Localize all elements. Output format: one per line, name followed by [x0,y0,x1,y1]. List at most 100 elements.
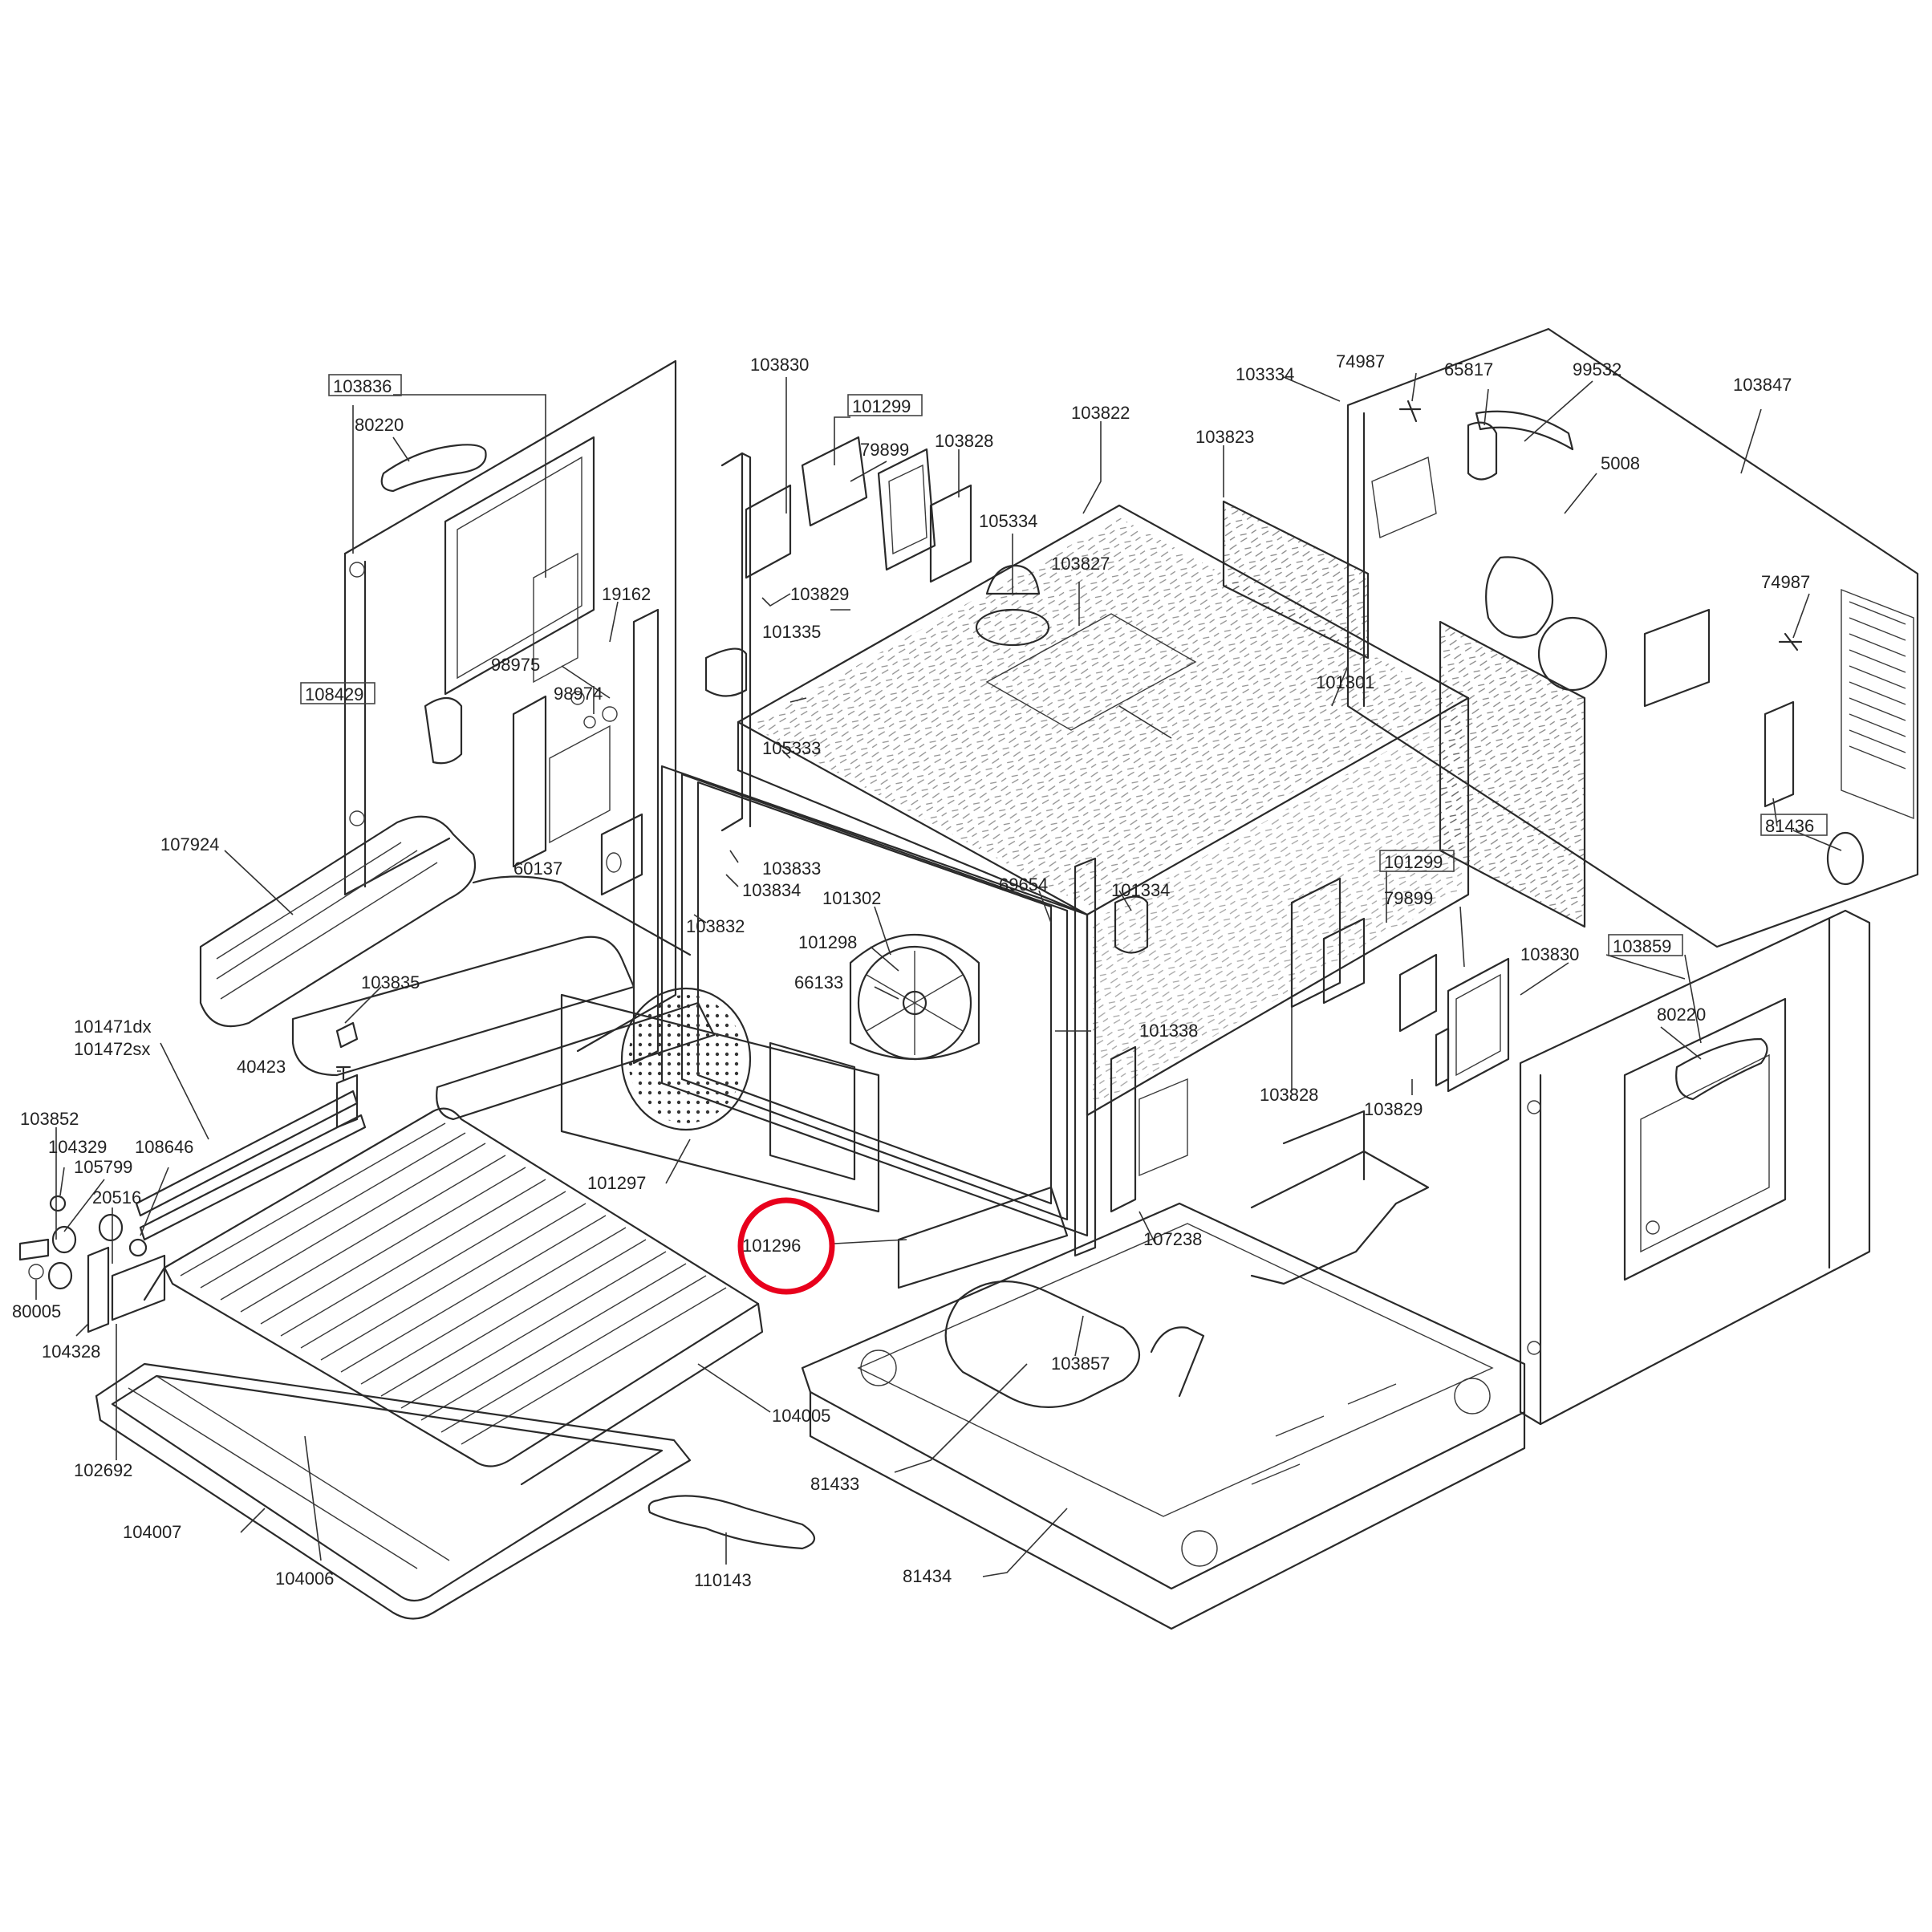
label-103832: 103832 [686,916,745,936]
label-80220-b: 80220 [1657,1005,1706,1025]
label-box-103836 [328,374,402,396]
left-handle-grip [380,444,487,493]
label-40423: 40423 [237,1057,286,1077]
bottom-tray-and-heater [801,1110,1526,1630]
gasket-clip-110143 [647,1495,816,1550]
label-101471dx: 101471dx [74,1017,152,1037]
thermostat-74987 [1398,400,1422,423]
label-box-101299 [847,394,923,416]
door-catch-101335 [704,647,748,697]
label-81433: 81433 [810,1474,859,1494]
label-107924: 107924 [160,834,219,854]
label-105334: 105334 [979,511,1037,531]
label-104007: 104007 [123,1522,181,1542]
part-98975 [583,716,596,729]
label-99532: 99532 [1573,359,1622,380]
label-103852: 103852 [20,1109,79,1129]
label-80005: 80005 [12,1301,61,1321]
screw-40423 [335,1065,351,1081]
fan-motor-5008 [1485,556,1554,639]
top-heater-connector-105334 [985,564,1041,595]
label-103859: 103859 [1613,936,1671,956]
label-74987-b: 74987 [1761,572,1810,592]
leader-lines [35,372,1842,1577]
label-101298: 101298 [798,932,857,952]
hinge-lock-108429 [424,696,463,765]
label-98975: 98975 [491,655,540,675]
bottom-element-103857 [944,1281,1141,1408]
sensor-81436 [1826,831,1865,886]
label-66133: 66133 [794,972,843,992]
rack-clip-103835 [335,1021,359,1049]
label-104328: 104328 [42,1341,100,1362]
telescopic-runners-101471 [135,1074,367,1241]
label-81436: 81436 [1765,816,1814,836]
label-108646: 108646 [135,1137,193,1157]
front-door-frame [660,765,1089,1237]
label-105799: 105799 [74,1157,132,1177]
label-20516: 20516 [92,1187,141,1208]
oven-tray-104007 [95,1362,692,1620]
label-103828: 103828 [935,431,993,451]
label-110143: 110143 [694,1570,752,1590]
wire-rack-107924 [199,815,716,1121]
label-101334: 101334 [1111,880,1170,900]
label-105333: 105333 [762,738,821,758]
label-101338: 101338 [1139,1021,1198,1041]
label-103835: 103835 [361,972,420,992]
label-101302: 101302 [822,888,881,908]
label-103823: 103823 [1195,427,1254,447]
top-left-components [745,436,972,583]
label-103822: 103822 [1071,403,1130,423]
label-103334: 103334 [1236,364,1294,384]
part-98974 [606,852,622,873]
door-catch-101334 [1114,895,1149,954]
capacitor-65817 [1467,421,1498,481]
label-103830: 103830 [750,355,809,375]
label-103828-b: 103828 [1260,1085,1318,1105]
door-hinge-parts [18,1195,166,1333]
label-101299-b: 101299 [1384,852,1443,872]
label-103829-b: 103829 [1364,1099,1423,1119]
label-81434: 81434 [903,1566,952,1586]
label-19162: 19162 [602,584,651,604]
label-104329: 104329 [48,1137,107,1157]
convection-cover-101297 [560,987,880,1213]
right-side-panel [1519,909,1871,1426]
label-101299: 101299 [852,396,911,416]
label-5008: 5008 [1601,453,1640,473]
left-side-panel [343,359,677,1053]
label-103833: 103833 [762,858,821,879]
label-101472sx: 101472sx [74,1039,150,1059]
back-panel [1346,327,1919,948]
label-101301: 101301 [1316,672,1374,692]
label-108429: 108429 [305,684,363,704]
heater-101296-top [897,1186,1069,1289]
label-103827: 103827 [1051,554,1110,574]
label-103857: 103857 [1051,1354,1110,1374]
label-60137: 60137 [513,858,562,879]
label-69654: 69654 [999,875,1048,895]
front-frame-right-upright [1074,857,1188,1257]
label-79899-b: 79899 [1384,888,1433,908]
label-103829: 103829 [790,584,849,604]
label-65817: 65817 [1444,359,1493,380]
label-103834: 103834 [742,880,801,900]
label-79899: 79899 [860,440,909,460]
label-98974: 98974 [554,684,603,704]
label-74987: 74987 [1336,351,1385,371]
label-103830-b: 103830 [1520,944,1579,964]
label-103836: 103836 [333,376,392,396]
right-handle-grip [1675,1037,1768,1101]
right-side-components [1290,877,1510,1093]
label-box-103859 [1608,934,1683,956]
oven-rack-104005 [143,1107,764,1486]
thermostat-74987-b [1778,632,1803,651]
part-number-labels: 103836 80220 103830 101299 79899 103828 … [12,351,1828,1590]
highlight-circle-101296 [737,1197,835,1295]
label-box-108429 [300,682,375,704]
label-box-81436 [1760,814,1828,836]
label-107238: 107238 [1143,1229,1202,1249]
label-101297: 101297 [587,1173,646,1193]
